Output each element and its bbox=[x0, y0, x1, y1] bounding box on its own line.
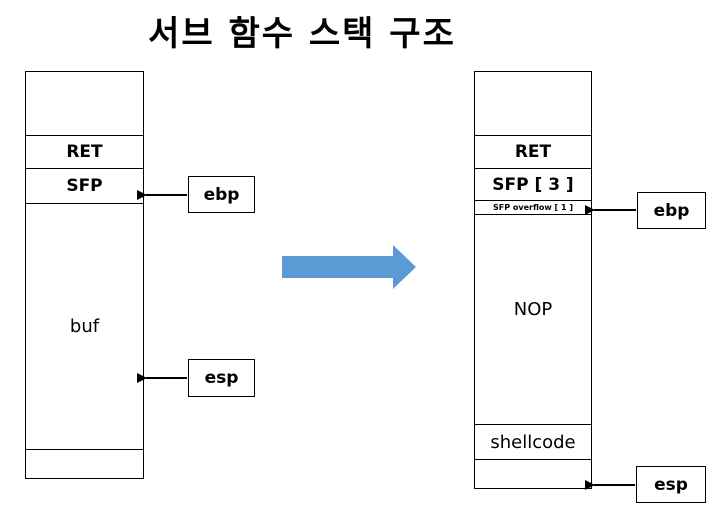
right-esp-label: esp bbox=[636, 466, 706, 503]
right-stack: RET SFP [ 3 ] SFP overflow [ 1 ] NOP she… bbox=[474, 71, 592, 489]
diagram-title: 서브 함수 스택 구조 bbox=[148, 14, 456, 54]
right-sfp-cell: SFP [ 3 ] bbox=[475, 168, 591, 200]
right-shellcode-cell: shellcode bbox=[475, 424, 591, 459]
transition-arrow bbox=[282, 245, 416, 289]
left-stack: RET SFP buf bbox=[25, 71, 144, 479]
right-bottom-cell bbox=[475, 459, 591, 488]
left-buf-cell: buf bbox=[26, 203, 143, 449]
right-ret-cell: RET bbox=[475, 135, 591, 168]
right-sfp-overflow-cell: SFP overflow [ 1 ] bbox=[475, 200, 591, 214]
left-ret-cell: RET bbox=[26, 135, 143, 168]
left-sfp-cell: SFP bbox=[26, 168, 143, 203]
right-nop-cell: NOP bbox=[475, 214, 591, 424]
left-ebp-label: ebp bbox=[188, 176, 255, 213]
left-bottom-cell bbox=[26, 449, 143, 478]
right-ebp-label: ebp bbox=[637, 192, 706, 229]
left-esp-label: esp bbox=[188, 359, 255, 397]
